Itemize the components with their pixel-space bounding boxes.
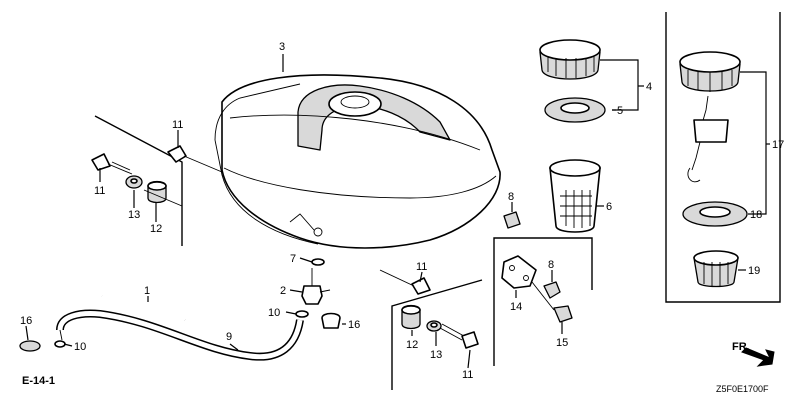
callout-5: 5 (617, 105, 623, 117)
callout-12-mid: 12 (406, 339, 418, 351)
right-bracket-frame (665, 12, 781, 303)
front-arrow-icon (741, 347, 775, 367)
callout-1: 1 (144, 285, 150, 297)
callout-13-left: 13 (128, 209, 140, 221)
collar-left (125, 175, 143, 189)
callout-6: 6 (606, 201, 612, 213)
callout-10-left: 10 (74, 341, 86, 353)
bolt-left-lower (91, 153, 133, 175)
left-bracket-frame (94, 115, 183, 246)
front-label: FR. (732, 341, 750, 353)
callout-12-left: 12 (150, 223, 162, 235)
bolt-mid-upper (379, 269, 431, 295)
callout-16-mid: 16 (348, 319, 360, 331)
nut-8-lower (543, 281, 561, 299)
callout-14: 14 (510, 301, 522, 313)
callout-3: 3 (279, 41, 285, 53)
callout-15: 15 (556, 337, 568, 349)
cushion-left (147, 180, 167, 204)
callout-11-mid-upper: 11 (416, 261, 427, 273)
hose-clip-16-mid (321, 312, 341, 329)
hose-clip-16-left (19, 340, 41, 352)
callout-18: 18 (750, 209, 762, 221)
callout-11-left-lower: 11 (94, 185, 105, 197)
callout-9: 9 (226, 331, 232, 343)
callout-11-mid-lower: 11 (462, 369, 473, 381)
callout-2: 2 (280, 285, 286, 297)
clip-10 (295, 310, 309, 318)
callout-4: 4 (646, 81, 652, 93)
bracket-plate (501, 255, 537, 289)
fuel-cap (539, 39, 601, 80)
tethered-fuel-cap (679, 51, 741, 183)
callout-8-upper: 8 (508, 191, 514, 203)
callout-17: 17 (772, 139, 784, 151)
collar-mid (426, 320, 442, 332)
fuel-tube (56, 293, 304, 361)
diagram-code: Z5F0E1700F (716, 384, 769, 394)
washer-7 (311, 258, 325, 266)
strainer-alt (693, 250, 739, 288)
callout-labels: 3 4 5 6 8 17 18 19 11 11 13 12 7 2 10 1 … (20, 41, 784, 381)
bolt-mid-lower (439, 323, 479, 349)
bolt-left-upper (167, 145, 223, 173)
lower-right-frame (493, 237, 593, 366)
callout-11-left-upper: 11 (172, 119, 183, 131)
callout-13-mid: 13 (430, 349, 442, 361)
clip-10-left (54, 340, 66, 348)
callout-10-mid: 10 (268, 307, 280, 319)
nut-8-upper (503, 211, 521, 229)
callout-7: 7 (290, 253, 296, 265)
lower-middle-frame (391, 279, 483, 390)
callout-19: 19 (748, 265, 760, 277)
packing-alt (682, 201, 748, 227)
cap-packing (544, 97, 606, 123)
callout-8-lower: 8 (548, 259, 554, 271)
leader-left-mount (143, 189, 183, 207)
nut-15 (531, 281, 573, 323)
reference-label: E-14-1 (22, 375, 55, 387)
fuel-cock-joint (301, 268, 331, 305)
cushion-mid (401, 304, 421, 330)
fuel-tank (214, 74, 501, 249)
fuel-strainer (549, 159, 601, 233)
leader-lines (25, 54, 770, 369)
callout-16-left: 16 (20, 315, 32, 327)
